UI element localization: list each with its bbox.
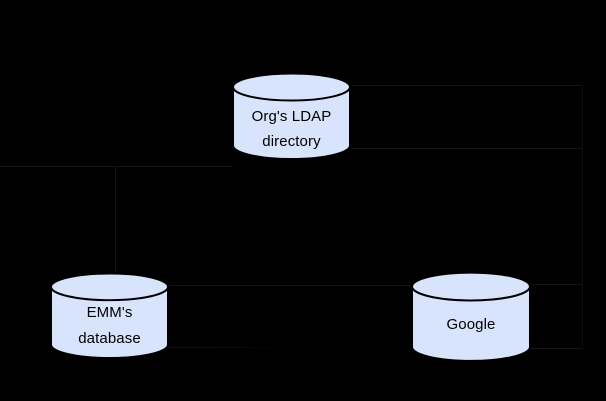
node-google: Google <box>411 271 531 362</box>
node-label: Google <box>411 312 531 338</box>
connector-segment <box>0 166 232 167</box>
connector-segment <box>351 85 582 86</box>
node-orgs-ldap-directory: Org's LDAP directory <box>232 72 351 160</box>
database-cylinder-icon <box>411 271 531 362</box>
database-cylinder-icon <box>232 72 351 160</box>
connector-segment <box>351 148 582 149</box>
node-label: EMM's database <box>50 300 169 352</box>
connector-segment <box>115 166 116 273</box>
node-label-line: Google <box>446 316 496 333</box>
node-label: Org's LDAP directory <box>232 104 351 154</box>
node-label-line: database <box>78 330 141 347</box>
node-emms-database: EMM's database <box>50 272 169 359</box>
node-label-line: directory <box>262 133 321 150</box>
database-cylinder-icon <box>50 272 169 359</box>
node-label-line: Org's LDAP <box>251 108 332 125</box>
node-label-line: EMM's <box>86 304 133 321</box>
connector-segment <box>169 347 295 348</box>
connector-segment <box>169 285 411 286</box>
connector-segment <box>531 348 582 349</box>
connector-segment <box>531 284 582 285</box>
connector-segment <box>582 85 583 349</box>
